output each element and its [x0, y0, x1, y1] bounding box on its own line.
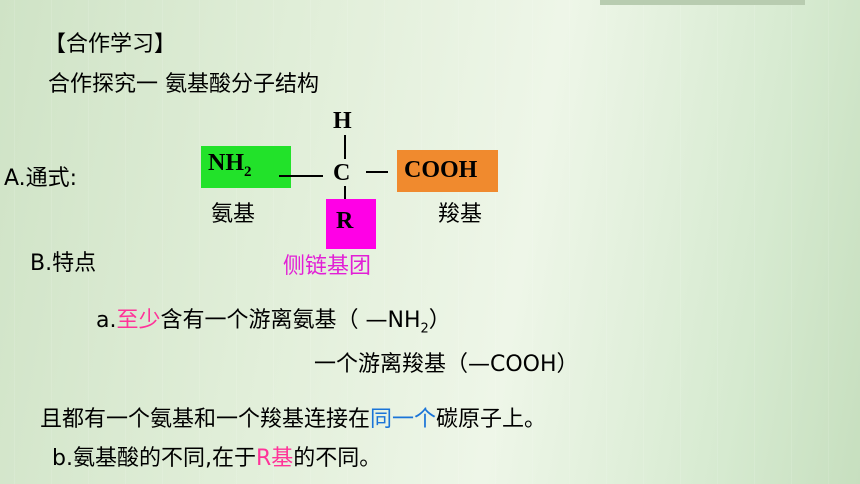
features-label: B.特点 — [30, 251, 97, 276]
amino-group-label: 氨基 — [211, 202, 256, 227]
amino-group-formula: NH2 — [208, 150, 252, 180]
statement-line: 且都有一个氨基和一个羧基连接在同一个碳原子上。 — [40, 401, 546, 433]
amino-group-box — [201, 146, 291, 188]
point-b-highlight: R基 — [255, 446, 294, 471]
statement-suffix: 碳原子上。 — [436, 407, 547, 432]
r-group-formula: R — [336, 208, 354, 234]
point-a-prefix: a. — [96, 308, 117, 333]
section-heading: 【合作学习】 — [44, 32, 177, 57]
r-group-box — [326, 199, 376, 249]
carboxyl-group-label: 羧基 — [438, 202, 483, 227]
point-a-text: 含有一个游离氨基（ —NH — [160, 308, 421, 333]
bond-c-r — [344, 186, 346, 200]
point-a: a.至少含有一个游离氨基（ —NH2） — [96, 302, 451, 336]
carbon-atom: C — [333, 160, 351, 186]
bond-c-h — [344, 135, 346, 159]
bond-c-cooh — [366, 171, 388, 173]
top-decoration-bar — [600, 0, 805, 5]
general-formula-label: A.通式: — [4, 166, 78, 191]
point-a-second-line: 一个游离羧基（—COOH） — [314, 352, 579, 377]
statement-prefix: 且都有一个氨基和一个羧基连接在 — [40, 407, 371, 432]
carboxyl-group-formula: COOH — [404, 157, 478, 183]
section-subtitle: 合作探究一 氨基酸分子结构 — [48, 72, 319, 97]
statement-highlight: 同一个 — [370, 407, 437, 432]
point-b-prefix: b.氨基酸的不同,在于 — [52, 446, 256, 471]
hydrogen-atom: H — [333, 108, 352, 134]
point-b-suffix: 的不同。 — [293, 446, 382, 471]
point-b: b.氨基酸的不同,在于R基的不同。 — [52, 440, 381, 472]
side-chain-label: 侧链基团 — [283, 254, 372, 279]
carboxyl-group-box — [397, 150, 498, 192]
point-a-highlight: 至少 — [116, 308, 161, 333]
point-a-subscript: 2 — [420, 321, 429, 337]
bond-c-nh2 — [279, 175, 323, 177]
point-a-close: ） — [428, 308, 451, 333]
